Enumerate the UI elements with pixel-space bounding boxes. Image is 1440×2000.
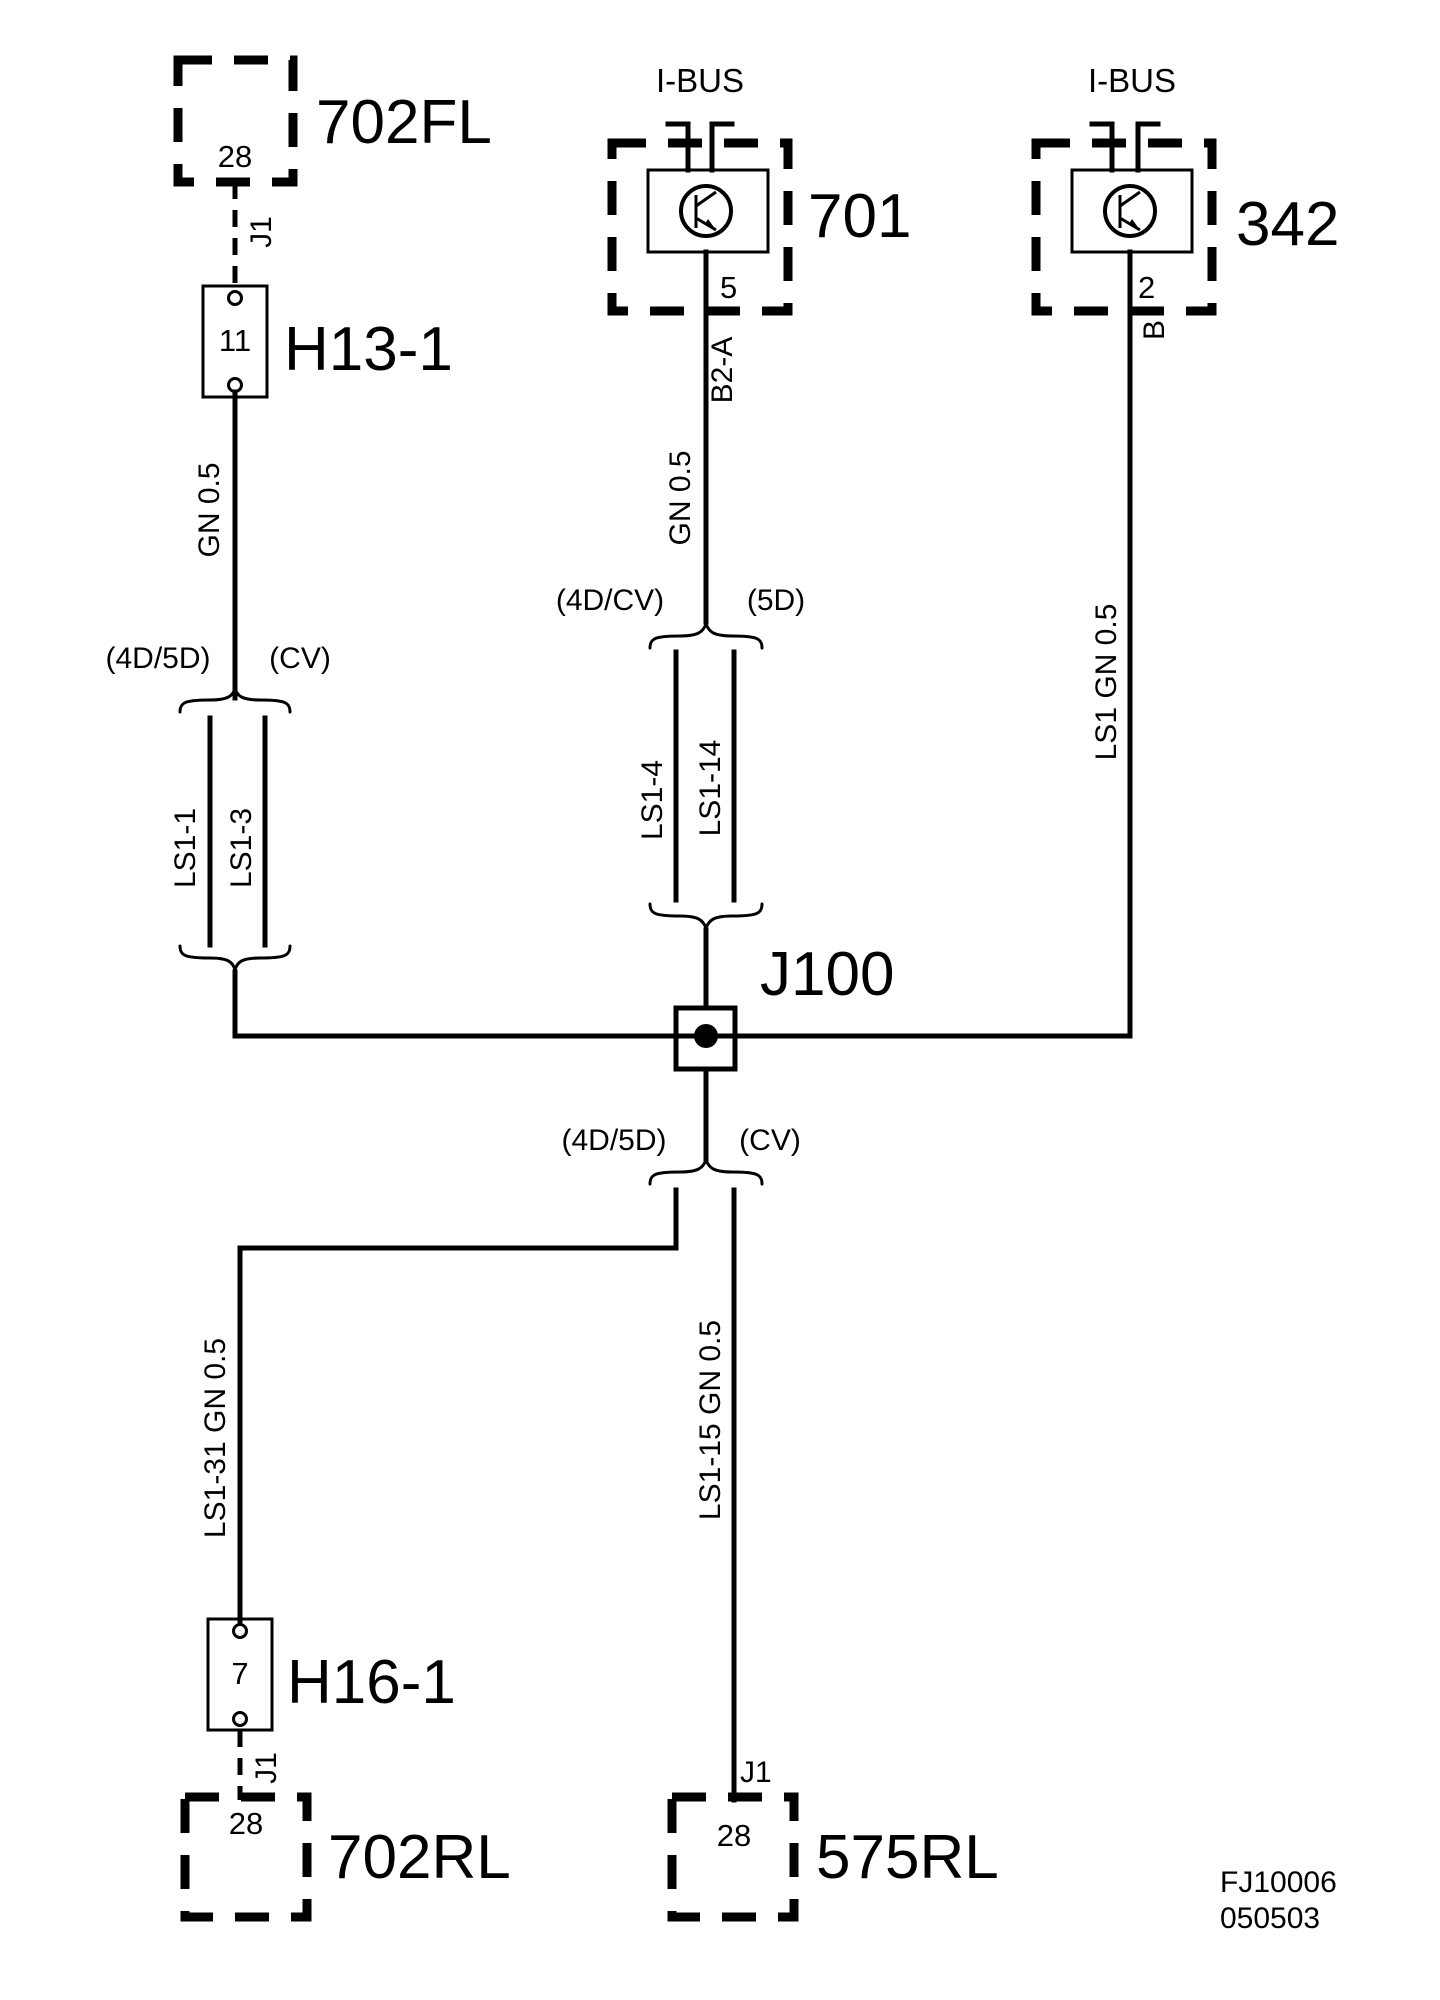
label-342: 342 <box>1236 190 1339 259</box>
variant-wire-ls1-4: LS1-4 <box>636 760 669 840</box>
variant-wire-ls1-3: LS1-3 <box>225 808 258 888</box>
component-575rl: J1 28 575RL <box>667 1756 999 1922</box>
pin-342: 2 <box>1138 270 1155 305</box>
wire-pin-b2-a: B2-A <box>706 337 739 404</box>
wire-label-ls1-15: LS1-15 GN 0.5 <box>694 1320 727 1520</box>
bus-label-701: I-BUS <box>656 62 744 99</box>
pin-702rl: 28 <box>229 1806 263 1841</box>
footer-code: FJ10006 <box>1220 1866 1337 1899</box>
wire-pin-b: B <box>1138 320 1171 340</box>
variant-wire-ls1-1: LS1-1 <box>169 808 202 888</box>
label-j100: J100 <box>760 940 894 1009</box>
variant-branch-left: (4D/5D) (CV) LS1-1 LS1-3 <box>105 642 331 971</box>
splice-j100: J100 <box>232 927 1133 1072</box>
component-701: I-BUS 5 701 <box>607 62 911 316</box>
variant-wire-ls1-14: LS1-14 <box>694 740 727 837</box>
bus-label-342: I-BUS <box>1088 62 1176 99</box>
pin-702fl: 28 <box>218 139 252 174</box>
label-h16-1: H16-1 <box>287 1648 456 1717</box>
label-701: 701 <box>808 182 911 251</box>
wire-label-ls1-31: LS1-31 GN 0.5 <box>199 1338 232 1538</box>
variant-center-right: (5D) <box>747 584 805 617</box>
label-h13-1: H13-1 <box>284 315 453 384</box>
variant-branch-center: (4D/CV) (5D) LS1-4 LS1-14 <box>556 584 805 933</box>
variant-lower-right: (CV) <box>739 1124 801 1157</box>
variant-center-left: (4D/CV) <box>556 584 664 617</box>
wire-ls1-31 <box>237 1187 679 1628</box>
wire-label-center: GN 0.5 <box>664 450 697 545</box>
conn-575rl: J1 <box>740 1756 772 1789</box>
variant-left-label: (4D/5D) <box>105 642 210 675</box>
footer-date: 050503 <box>1220 1902 1320 1935</box>
wire-label-right: LS1 GN 0.5 <box>1090 604 1123 761</box>
conn-702rl: J1 <box>250 1752 283 1784</box>
variant-right-label: (CV) <box>269 642 331 675</box>
pin-h16-1: 7 <box>231 1656 248 1691</box>
connector-h16-1: 7 H16-1 <box>206 1617 456 1732</box>
conn-702fl: J1 <box>245 216 278 248</box>
pin-h13-1: 11 <box>219 323 251 358</box>
component-702rl: 28 702RL <box>180 1792 511 1922</box>
label-702fl: 702FL <box>316 88 492 157</box>
pin-701: 5 <box>720 270 737 305</box>
label-575rl: 575RL <box>816 1823 999 1892</box>
variant-lower-left: (4D/5D) <box>561 1124 666 1157</box>
variant-branch-lower: (4D/5D) (CV) <box>561 1066 801 1186</box>
pin-575rl: 28 <box>717 1818 751 1853</box>
component-702fl: 28 702FL <box>173 55 492 187</box>
component-342: I-BUS 2 342 <box>1031 62 1339 316</box>
wire-label-left: GN 0.5 <box>193 462 226 557</box>
label-702rl: 702RL <box>328 1823 511 1892</box>
connector-h13-1: 11 H13-1 <box>201 284 453 399</box>
connector-j1-702rl: J1 <box>237 1730 283 1800</box>
connector-j1-702fl: J1 <box>232 182 278 288</box>
